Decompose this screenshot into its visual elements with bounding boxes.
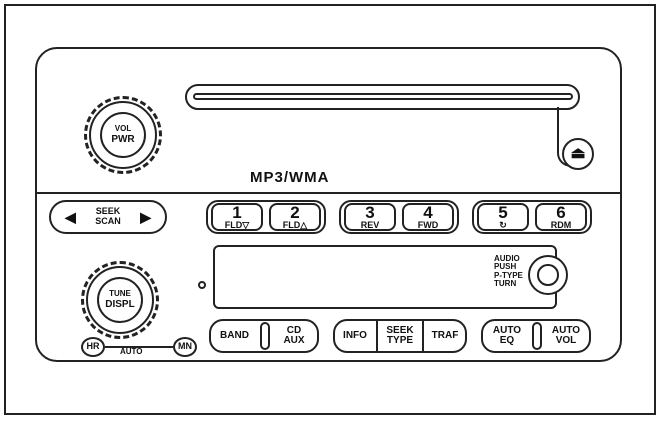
display-label: DISPL — [105, 298, 135, 310]
audio-knob-center — [537, 264, 559, 286]
indicator-led — [198, 281, 206, 289]
traffic-button[interactable]: TRAF — [426, 322, 464, 350]
eject-button[interactable]: ⏏ — [562, 138, 594, 170]
cd-slot-opening — [193, 93, 573, 100]
faceplate-divider — [37, 192, 620, 194]
tune-knob-center: TUNE DISPL — [96, 276, 144, 324]
auto-clock-line — [105, 346, 173, 348]
audio-knob[interactable] — [528, 255, 568, 295]
seek-back-icon: ◀ — [65, 208, 76, 225]
volume-knob[interactable]: VOL PWR — [89, 101, 157, 169]
preset-group-1-2 — [206, 200, 326, 234]
media-format-label: MP3/WMA — [250, 169, 330, 186]
preset-5-button[interactable]: 5↻ — [477, 203, 529, 231]
auto-eq-vol-group — [481, 319, 591, 353]
auto-clock-label: AUTO — [120, 347, 143, 356]
minute-button[interactable]: MN — [173, 337, 197, 357]
audio-knob-label: AUDIO PUSH P-TYPE TURN — [494, 254, 523, 289]
repeat-icon: ↻ — [499, 219, 507, 230]
preset-group-5-6 — [472, 200, 592, 234]
cd-slot — [185, 84, 580, 110]
tune-label: TUNE — [109, 288, 131, 298]
tune-knob-ring — [81, 261, 159, 339]
preset-group-3-4 — [339, 200, 459, 234]
seek-scan-label: SEEK SCAN — [95, 206, 121, 226]
auto-separator — [532, 322, 542, 350]
seek-scan-button[interactable]: ◀ SEEK SCAN ▶ — [49, 200, 167, 234]
band-cd-separator — [260, 322, 270, 350]
seek-forward-icon: ▶ — [140, 208, 151, 225]
power-label: PWR — [111, 133, 135, 145]
band-cd-group — [209, 319, 319, 353]
tune-knob[interactable]: TUNE DISPL — [86, 266, 154, 334]
volume-knob-ring — [84, 96, 162, 174]
band-button[interactable]: BAND — [212, 322, 257, 350]
volume-knob-center: VOL PWR — [99, 111, 147, 159]
hour-button[interactable]: HR — [81, 337, 105, 357]
volume-label: VOL — [114, 123, 132, 133]
eject-icon: ⏏ — [570, 144, 586, 162]
info-button[interactable]: INFO — [336, 322, 374, 350]
display-window — [213, 245, 557, 309]
